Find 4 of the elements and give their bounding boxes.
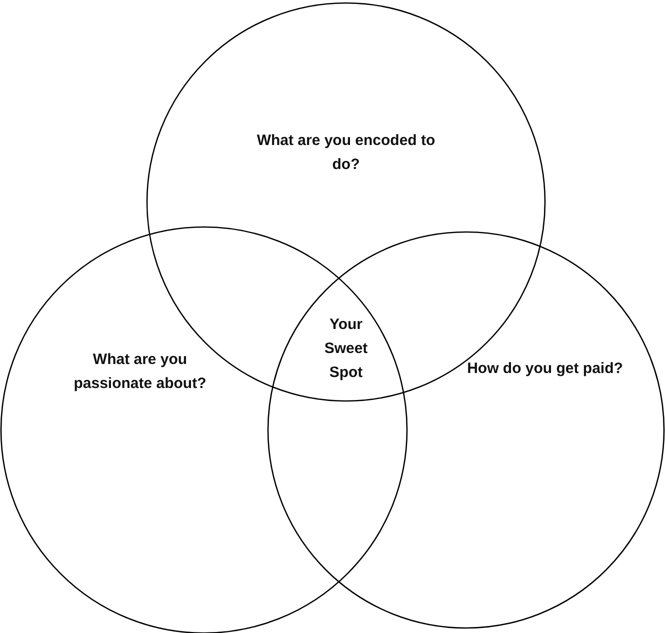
overlap-label: Your Sweet Spot	[323, 315, 369, 383]
circle-label: What are you encoded to do?	[256, 131, 436, 175]
circle-label: How do you get paid?	[466, 359, 624, 379]
circle-label: What are you passionate about?	[72, 350, 208, 394]
